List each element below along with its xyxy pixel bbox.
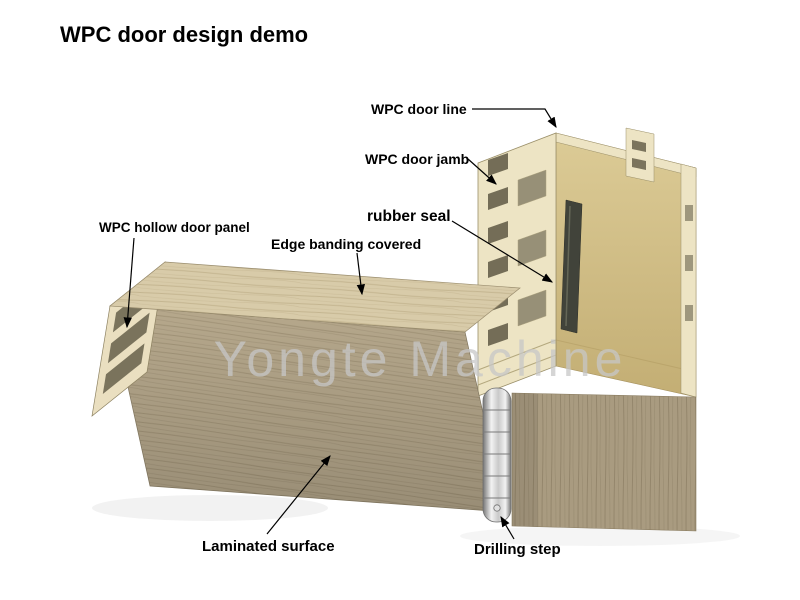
label-door-line: WPC door line <box>371 101 467 117</box>
jamb-right-profile-slots <box>685 205 693 321</box>
label-edge-banding: Edge banding covered <box>271 236 421 252</box>
hinge-screw <box>493 504 501 512</box>
leader-edge-banding <box>356 252 366 296</box>
jamb-chambers-small <box>488 153 508 346</box>
leader-door-jamb <box>467 158 497 185</box>
leader-door-line <box>472 108 557 129</box>
label-drilling-step: Drilling step <box>474 541 561 558</box>
hinge-knuckle-lines <box>483 409 511 499</box>
jamb-inner-groove <box>555 339 697 373</box>
annotations-group: WPC door line WPC door jamb rubber seal … <box>99 101 561 558</box>
label-rubber-seal: rubber seal <box>367 208 451 225</box>
door-jamb-group <box>477 127 697 532</box>
hinge-barrel <box>482 387 512 523</box>
hinge-group <box>482 387 512 523</box>
jamb-top-right-slots <box>632 140 646 170</box>
label-laminated-surface: Laminated surface <box>202 538 335 555</box>
door-panel-group <box>91 261 521 513</box>
jamb-top-right-cut <box>625 127 655 183</box>
label-hollow-panel: WPC hollow door panel <box>99 220 250 235</box>
leader-rubber-seal <box>451 220 554 283</box>
leader-laminated-surface <box>266 455 331 535</box>
jamb-wood-shade <box>512 393 538 527</box>
rubber-seal-highlight <box>565 205 571 327</box>
leader-drilling-step <box>500 515 515 540</box>
jamb-outer-wood-face <box>511 392 697 532</box>
page-title: WPC door design demo <box>60 22 308 47</box>
jamb-right-profile <box>680 163 697 398</box>
jamb-grooves <box>477 339 557 386</box>
watermark-text: Yongte Machine <box>214 331 627 387</box>
panel-front-shade <box>110 306 505 512</box>
panel-edge-banding-top-face <box>109 261 521 333</box>
label-door-jamb: WPC door jamb <box>365 151 469 167</box>
shadows <box>92 495 740 546</box>
jamb-chambers-large <box>517 169 547 327</box>
leader-hollow-panel <box>123 237 135 329</box>
